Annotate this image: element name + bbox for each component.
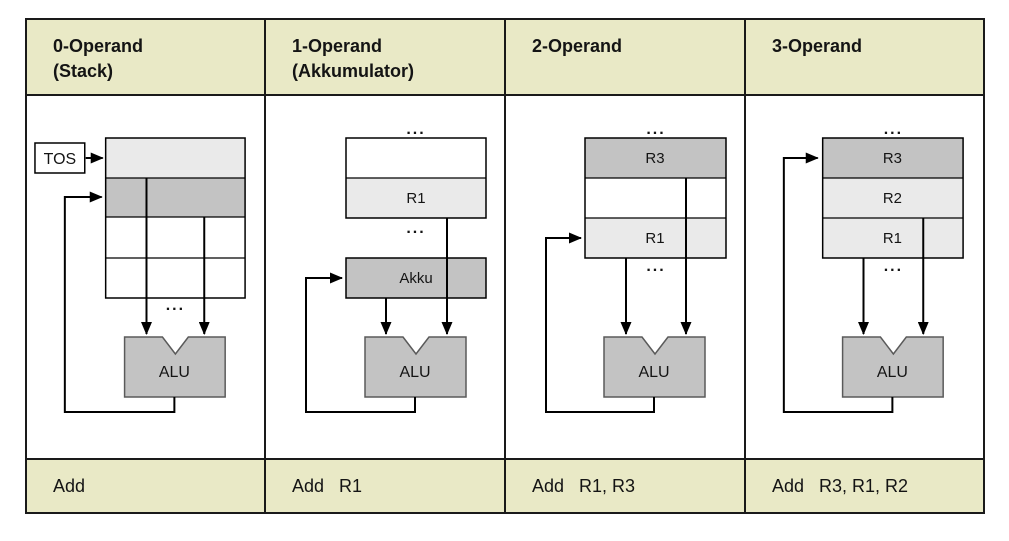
stack-outline <box>104 137 246 299</box>
header-2-operand-line1: 2-Operand <box>532 36 623 56</box>
register-cell-empty <box>585 178 726 218</box>
register-cell-r1 <box>585 218 726 258</box>
two-operand-architecture-diagram: ... R3 R1 ... ALU <box>545 121 727 413</box>
r1-label: R1 <box>645 230 664 247</box>
instruction-text: Add R1 <box>292 475 363 496</box>
ellipsis-top: ... <box>646 121 665 138</box>
ellipsis-top: ... <box>406 121 425 138</box>
register-cell-empty <box>346 138 486 178</box>
operand-architecture-table: 0-Operand (Stack) 1-Operand (Akkumulator… <box>25 18 985 514</box>
header-1-operand: 1-Operand (Akkumulator) <box>266 20 506 96</box>
r1-label: R1 <box>883 230 902 247</box>
register-cell-r1 <box>822 218 964 258</box>
result-feedback-arrow <box>782 152 894 413</box>
register-outline <box>584 137 727 259</box>
stack-diagram-cell: TOS ... ALU <box>27 96 266 458</box>
stack-architecture-diagram: TOS ... ALU <box>34 137 246 413</box>
ellipsis-middle: ... <box>406 220 425 237</box>
alu-box <box>841 336 944 398</box>
r3-label: R3 <box>883 150 902 167</box>
result-feedback-arrow <box>545 232 655 413</box>
stack-cell-second <box>105 178 246 217</box>
tos-box <box>34 142 86 174</box>
ellipsis-bottom: ... <box>646 258 665 275</box>
tos-label: TOS <box>44 151 76 168</box>
result-feedback-arrow <box>305 272 416 413</box>
three-operand-diagram-cell: ... R3 R2 R1 ... ALU <box>746 96 983 458</box>
header-0-operand: 0-Operand (Stack) <box>27 20 266 96</box>
register-outline <box>821 137 964 259</box>
stack-cell-fourth <box>105 258 246 298</box>
instruction-2-operand: Add R1, R3 <box>506 458 746 512</box>
alu-label: ALU <box>638 364 669 381</box>
three-operand-architecture-diagram: ... R3 R2 R1 ... ALU <box>782 121 964 413</box>
instruction-0-operand: Add <box>27 458 266 512</box>
r2-label: R2 <box>883 190 902 207</box>
result-feedback-arrow <box>63 191 176 413</box>
ellipsis-bottom: ... <box>884 258 903 275</box>
register-cell-r1 <box>346 178 486 218</box>
akku-label: Akku <box>399 270 432 287</box>
two-operand-diagram-cell: ... R3 R1 ... ALU <box>506 96 746 458</box>
r1-label: R1 <box>406 190 425 207</box>
register-cell-r3 <box>585 138 726 178</box>
instruction-text: Add R1, R3 <box>532 475 636 496</box>
instruction-1-operand: Add R1 <box>266 458 506 512</box>
alu-label: ALU <box>877 364 908 381</box>
header-0-operand-line2: (Stack) <box>53 61 114 81</box>
alu-label: ALU <box>399 364 430 381</box>
alu-box <box>603 336 706 398</box>
header-3-operand-line1: 3-Operand <box>772 36 863 56</box>
stack-cell-tos <box>105 138 246 178</box>
instruction-text: Add <box>53 475 86 496</box>
akkumulator-diagram-cell: ... R1 ... Akku ALU <box>266 96 506 458</box>
register-cell-r3 <box>822 138 964 178</box>
r3-label: R3 <box>645 150 664 167</box>
alu-label: ALU <box>159 364 190 381</box>
alu-box <box>123 336 226 398</box>
alu-box <box>364 336 467 398</box>
header-1-operand-line1: 1-Operand <box>292 36 383 56</box>
register-outline <box>345 137 487 219</box>
ellipsis-top: ... <box>884 121 903 138</box>
header-0-operand-line1: 0-Operand <box>53 36 144 56</box>
stack-cell-third <box>105 217 246 258</box>
header-2-operand: 2-Operand <box>506 20 746 96</box>
header-1-operand-line2: (Akkumulator) <box>292 61 415 81</box>
akkumulator-architecture-diagram: ... R1 ... Akku ALU <box>305 121 487 413</box>
instruction-3-operand: Add R3, R1, R2 <box>746 458 983 512</box>
ellipsis-bottom: ... <box>166 297 185 314</box>
header-3-operand: 3-Operand <box>746 20 983 96</box>
register-cell-r2 <box>822 178 964 218</box>
akku-box <box>345 257 487 299</box>
instruction-text: Add R3, R1, R2 <box>772 475 909 496</box>
